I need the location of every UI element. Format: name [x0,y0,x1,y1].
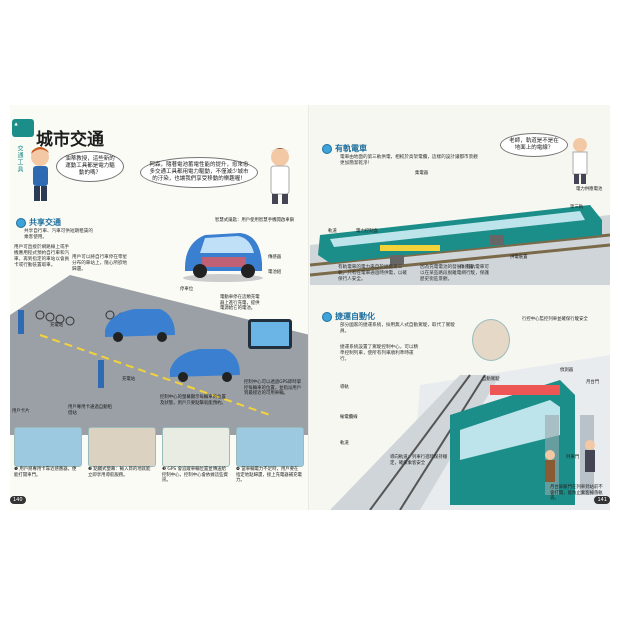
label-power-supply: 供電裝置 [510,255,528,260]
label-parking: 停車位 [180,287,194,292]
label-charge-station-2: 充電站 [122,377,136,382]
metro-para: 捷運系統設置了駕駛控制中心，可以精準控制列車，使所有列車順利準時運行。 [340,345,419,362]
label-guide: 導向軌道：列車行進時保持穩定，確保乘客安全 [390,455,448,466]
metro-illustration [330,355,610,510]
control-room-image [472,319,510,361]
label-smart-key: 智慧式鑰匙：用戶使用智慧手機開啟車鎖 [215,218,295,223]
label-auto: 自動駕駛 [482,377,500,382]
label-bike-station: 用戶專用卡通過自動租借站 [68,405,112,416]
para-booking: 用戶可直接於網路線上或手機應用程式預約自行車和汽車，再到指定的車站以會員卡或行動… [14,245,70,268]
label-rail: 軌道 [328,229,337,234]
professor-speech-bubble: 阿森，隨著電池蓄電性能的提升，愈來愈多交通工具都用電力驅動，不僅減少城市的汙染，… [140,157,258,188]
step3-image [162,427,230,467]
kid-question-bubble: 老師，軌道是不是在地面上的電線？ [500,133,568,157]
section-desc: 共享自行車、汽車可供短期租賃的乘客使用。 [24,229,93,240]
label-steel: 導軌 [340,385,349,390]
step1-caption: ❶ 用戶將專用卡靠近感應器，便能打開車門。 [14,467,77,478]
section-bullet-icon [322,143,332,154]
step2-caption: ❷ 點觸式螢幕：輸入目的地就能立即享用導航服務。 [88,467,151,478]
tram-para1: 有軌電車的電力來自於地面第三軌，只有在電車通過時供電，以確保行人安全。 [338,265,407,282]
label-battery-supply: 電力供應電池 [576,187,603,192]
label-charge-desc: 電動車停在這類充電器上進行充電，提供電源給它的電池。 [220,295,260,311]
right-page: 有軌電車 電車由地面的第三軌供電，相較於高架電纜，這樣的設計讓都市景觀更加簡潔乾… [310,105,610,510]
label-tram-sensor: 傳感器 [460,265,474,270]
page-title: 城市交通 [36,130,104,150]
section-bullet-icon [322,311,332,322]
street-scene [10,275,310,435]
tram-illustration [310,205,610,285]
section-tram: 有軌電車 [322,143,367,154]
label-user-card: 用戶卡片 [12,409,30,414]
section-shared-traffic: 共享交通 [16,217,61,228]
label-charge-station: 充電站 [50,323,64,328]
label-safety-door: 列車門 [566,455,580,460]
tram-para2: 因為充電電池的發展，有軌電車可以在某些路段脫離電網行駛，保護歷史街區景觀。 [420,265,489,282]
tram-desc: 電車由地面的第三軌供電，相較於高架電纜，這樣的設計讓都市景觀更加簡潔乾淨！ [340,155,478,166]
label-power-box: 電力控制盒 [356,229,378,234]
section-metro: 捷運自動化 [322,311,375,322]
page-number-left: 140 [10,496,26,504]
label-platform-screen: 月台屏蔽門在列車到站前不會打開，能防止乘客掉落軌道。 [550,485,603,501]
metro-desc: 部分國家的捷運系統，採用無人式自動駕駛，取代了駕駛員。 [340,323,455,334]
label-pantograph: 集電器 [415,171,429,176]
chapter-chip: ♣ [12,119,34,137]
label-sensor-metro: 偵測器 [560,368,574,373]
professor-small-illustration [572,138,588,184]
left-page: ♣ 交通工具 城市交通 油蒂教授，這些新的運動工具都是電力驅動的嗎？ 阿森，隨著… [10,105,310,510]
label-cable: 輸電纜線 [340,415,358,420]
kid-speech-bubble: 油蒂教授，這些新的運動工具都是電力驅動的嗎？ [56,151,124,182]
step4-image [236,427,304,467]
boy-illustration [31,147,49,201]
section-bullet-icon [16,217,26,228]
label-control-room: 行控中心監控列車並確保行駛安全 [522,317,588,322]
professor-illustration [270,148,290,204]
car-cutaway-illustration [183,233,263,282]
label-control-center: 控制中心可以透過GPS即時掌控每輛車的位置，並指派用戶到最接近的可用車輛。 [244,380,302,396]
step4-caption: ❹ 當車輛電力不足時，用戶要在指定地點歸還，接上充電器補充電力。 [236,467,302,483]
book-spread: ♣ 交通工具 城市交通 油蒂教授，這些新的運動工具都是電力驅動的嗎？ 阿森，隨著… [10,105,610,510]
step1-image [14,427,82,467]
label-platform-door: 月台門 [586,380,600,385]
label-track: 軌道 [340,441,349,446]
step2-image [88,427,156,467]
label-screen-desc: 控制中心的螢幕顯示每輛車的位置及狀態，用戶只要點擊就能預約。 [160,395,226,406]
label-battery: 電池組 [268,270,282,275]
label-sensor: 傳感器 [268,255,282,260]
page-number-right: 141 [594,496,610,504]
label-third-rail: 第三軌 [570,205,584,210]
step3-caption: ❸ GPS 會追蹤車輛位置並傳送給控制中心，控制中心會依據這些資訊。 [162,467,228,483]
side-tab: 交通工具 [16,145,23,173]
para-return: 用戶可以將自行車停在零星分布的車站上，隨心所欲地歸還。 [72,255,128,272]
